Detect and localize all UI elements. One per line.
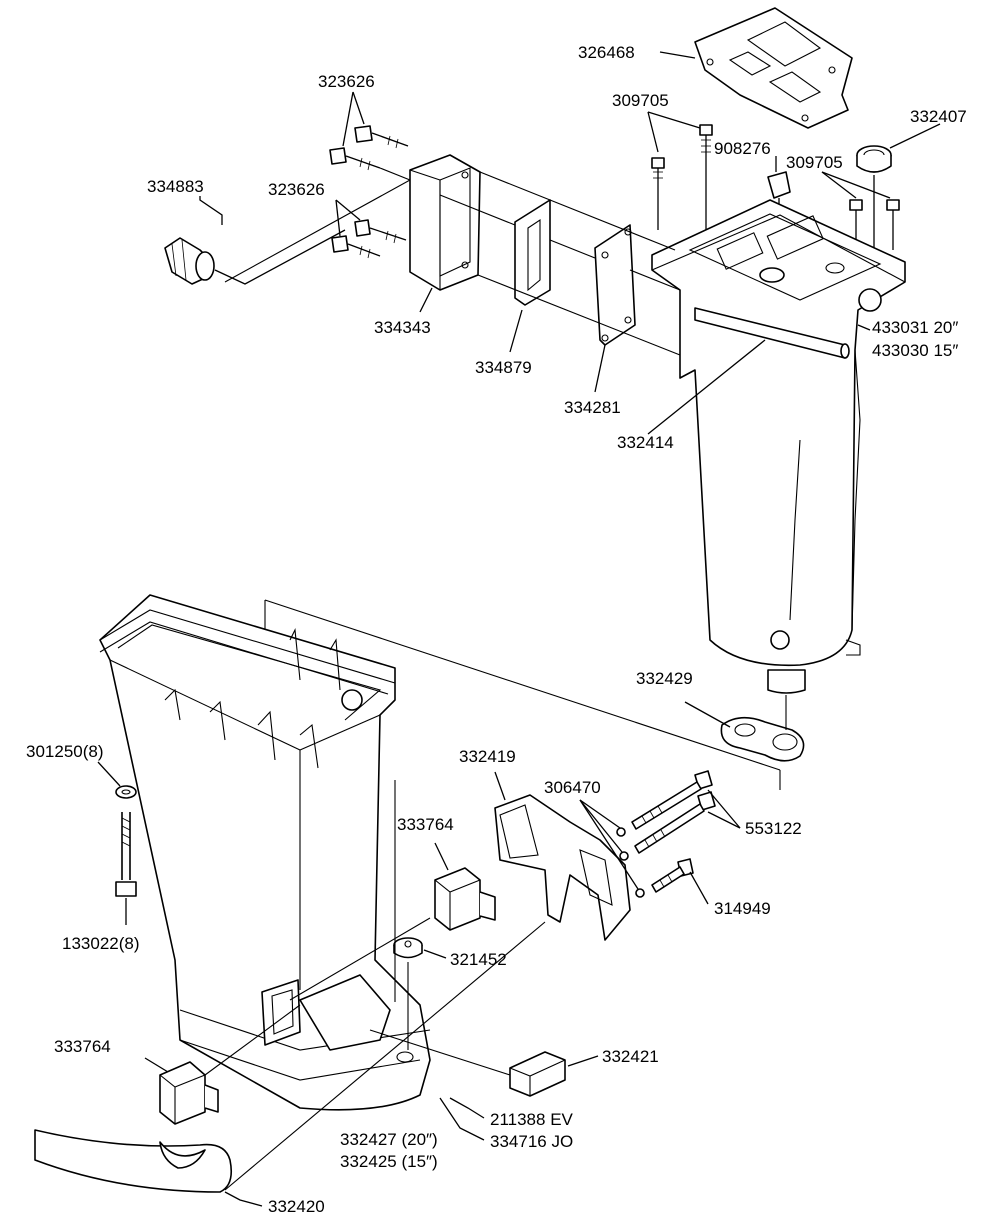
gasket-326468 (694, 7, 853, 129)
bolts-309705-left (651, 124, 713, 230)
mount-bracket-332419 (494, 794, 631, 941)
alignment-lines-lower (204, 599, 781, 1191)
label-306470: 306470 (544, 778, 601, 797)
label-332429: 332429 (636, 669, 693, 688)
label-553122: 553122 (745, 819, 802, 838)
label-908276: 908276 (714, 139, 771, 158)
label-332420: 332420 (268, 1197, 325, 1216)
label-309705-right: 309705 (786, 153, 843, 172)
label-301250: 301250(8) (26, 742, 104, 761)
gasket-334879 (514, 199, 551, 306)
bolts-323626-lower (331, 219, 407, 259)
label-332419: 332419 (459, 747, 516, 766)
label-332407: 332407 (910, 107, 967, 126)
grommet-301250 (115, 785, 137, 799)
leader-lines (97, 51, 941, 1207)
label-333764-upper: 333764 (397, 815, 454, 834)
label-433031: 433031 20″ (872, 318, 958, 337)
label-314949: 314949 (714, 899, 771, 918)
label-334281: 334281 (564, 398, 621, 417)
label-326468: 326468 (578, 43, 635, 62)
pad-333764-upper (434, 867, 496, 931)
label-133022: 133022(8) (62, 934, 140, 953)
plate-334281 (594, 224, 636, 346)
alignment-lines-upper (224, 167, 681, 356)
mount-321452 (393, 937, 423, 959)
label-334716: 334716 JO (490, 1132, 573, 1151)
label-334879: 334879 (475, 358, 532, 377)
fitting-334883 (164, 237, 215, 285)
cover-334343 (409, 154, 481, 291)
bolts-553122 (631, 770, 716, 854)
bolt-314949 (651, 858, 694, 893)
bolts-309705-right (849, 199, 900, 250)
label-309705-top: 309705 (612, 91, 669, 110)
label-323626-top: 323626 (318, 72, 375, 91)
label-433030: 433030 15″ (872, 341, 958, 360)
label-332427: 332427 (20″) (340, 1130, 438, 1149)
label-334343: 334343 (374, 318, 431, 337)
label-333764-lower: 333764 (54, 1037, 111, 1056)
label-211388: 211388 EV (490, 1110, 574, 1129)
bolt-133022 (115, 812, 137, 897)
label-323626-lower: 323626 (268, 180, 325, 199)
label-321452: 321452 (450, 950, 507, 969)
washers-306470 (616, 827, 645, 898)
label-332425: 332425 (15″) (340, 1152, 438, 1171)
water-tube-332414 (694, 307, 850, 359)
label-332421: 332421 (602, 1047, 659, 1066)
bolts-323626-upper (329, 125, 409, 171)
pad-333764-lower (159, 1061, 219, 1125)
cover-332420 (34, 1129, 233, 1193)
lower-mount-bracket (261, 974, 391, 1051)
pad-332421 (509, 1051, 566, 1097)
part-labels: 326468 309705 323626 332407 908276 30970… (26, 43, 967, 1216)
exhaust-housing-433031 (651, 199, 906, 694)
label-332414: 332414 (617, 433, 674, 452)
seal-332429 (720, 695, 805, 762)
label-334883: 334883 (147, 177, 204, 196)
